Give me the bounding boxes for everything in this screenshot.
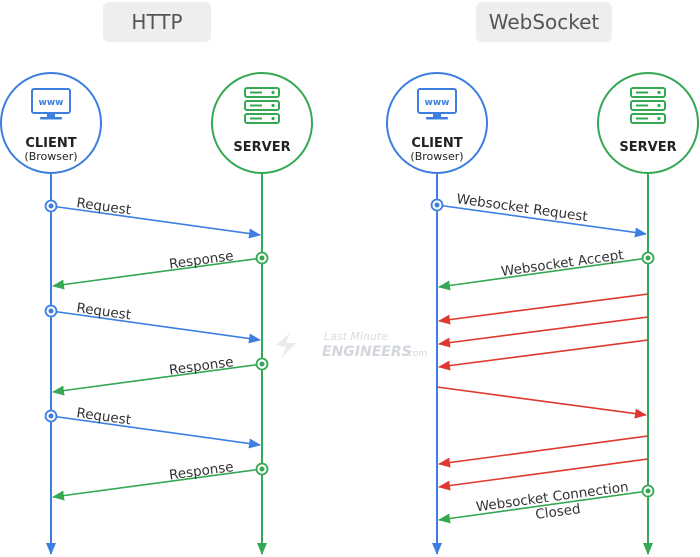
http-client-sublabel: (Browser)	[24, 150, 77, 163]
websocket-header: WebSocket	[476, 2, 612, 42]
watermark-line3: .com	[405, 349, 427, 359]
ws-request-label: Websocket Request	[455, 191, 588, 225]
ws-client-node: www CLIENT (Browser)	[386, 72, 488, 174]
http-client-label: CLIENT	[25, 136, 76, 151]
ws-client-sublabel: (Browser)	[410, 150, 463, 163]
http-response-label: Response	[168, 354, 234, 378]
ws-server-node: SERVER	[597, 72, 699, 174]
http-response-label: Response	[168, 248, 234, 272]
monitor-icon: www	[417, 88, 457, 120]
bolt-icon	[276, 333, 296, 357]
watermark-line2: ENGINEERS	[322, 344, 412, 360]
ws-push-arrow	[438, 316, 649, 348]
http-server-node: SERVER	[211, 72, 313, 174]
ws-push-arrow	[438, 339, 649, 371]
ws-client-label: CLIENT	[411, 136, 462, 151]
ws-push-arrow	[438, 293, 649, 325]
http-request-label: Request	[75, 195, 132, 218]
http-header: HTTP	[103, 2, 211, 42]
watermark-line1: Last Minute	[324, 330, 388, 343]
ws-close-arrow	[438, 490, 649, 524]
http-request-label: Request	[75, 405, 132, 428]
http-response-label: Response	[168, 459, 234, 483]
monitor-icon: www	[31, 88, 71, 120]
ws-request-arrow	[436, 204, 647, 238]
server-rack-icon	[244, 87, 280, 124]
http-request-arrow	[50, 205, 261, 239]
http-response-arrow	[52, 363, 263, 396]
ws-close-label-line2: Closed	[534, 501, 581, 523]
ws-push-arrow	[438, 435, 649, 468]
ws-server-label: SERVER	[619, 140, 676, 155]
server-rack-icon	[630, 87, 666, 124]
ws-accept-arrow	[438, 257, 649, 291]
http-request-arrow	[50, 415, 261, 449]
monitor-screen-text: www	[39, 98, 64, 108]
http-response-arrow	[52, 257, 263, 290]
ws-accept-label: Websocket Accept	[500, 247, 624, 280]
monitor-screen-text: www	[425, 98, 450, 108]
http-request-arrow	[50, 310, 261, 344]
http-request-label: Request	[75, 300, 132, 323]
http-client-node: www CLIENT (Browser)	[0, 72, 102, 174]
ws-client-message-arrow	[436, 386, 647, 419]
watermark: Last Minute ENGINEERS .com	[276, 330, 427, 360]
http-server-label: SERVER	[233, 140, 290, 155]
http-response-arrow	[52, 468, 263, 501]
ws-push-arrow	[438, 458, 649, 491]
